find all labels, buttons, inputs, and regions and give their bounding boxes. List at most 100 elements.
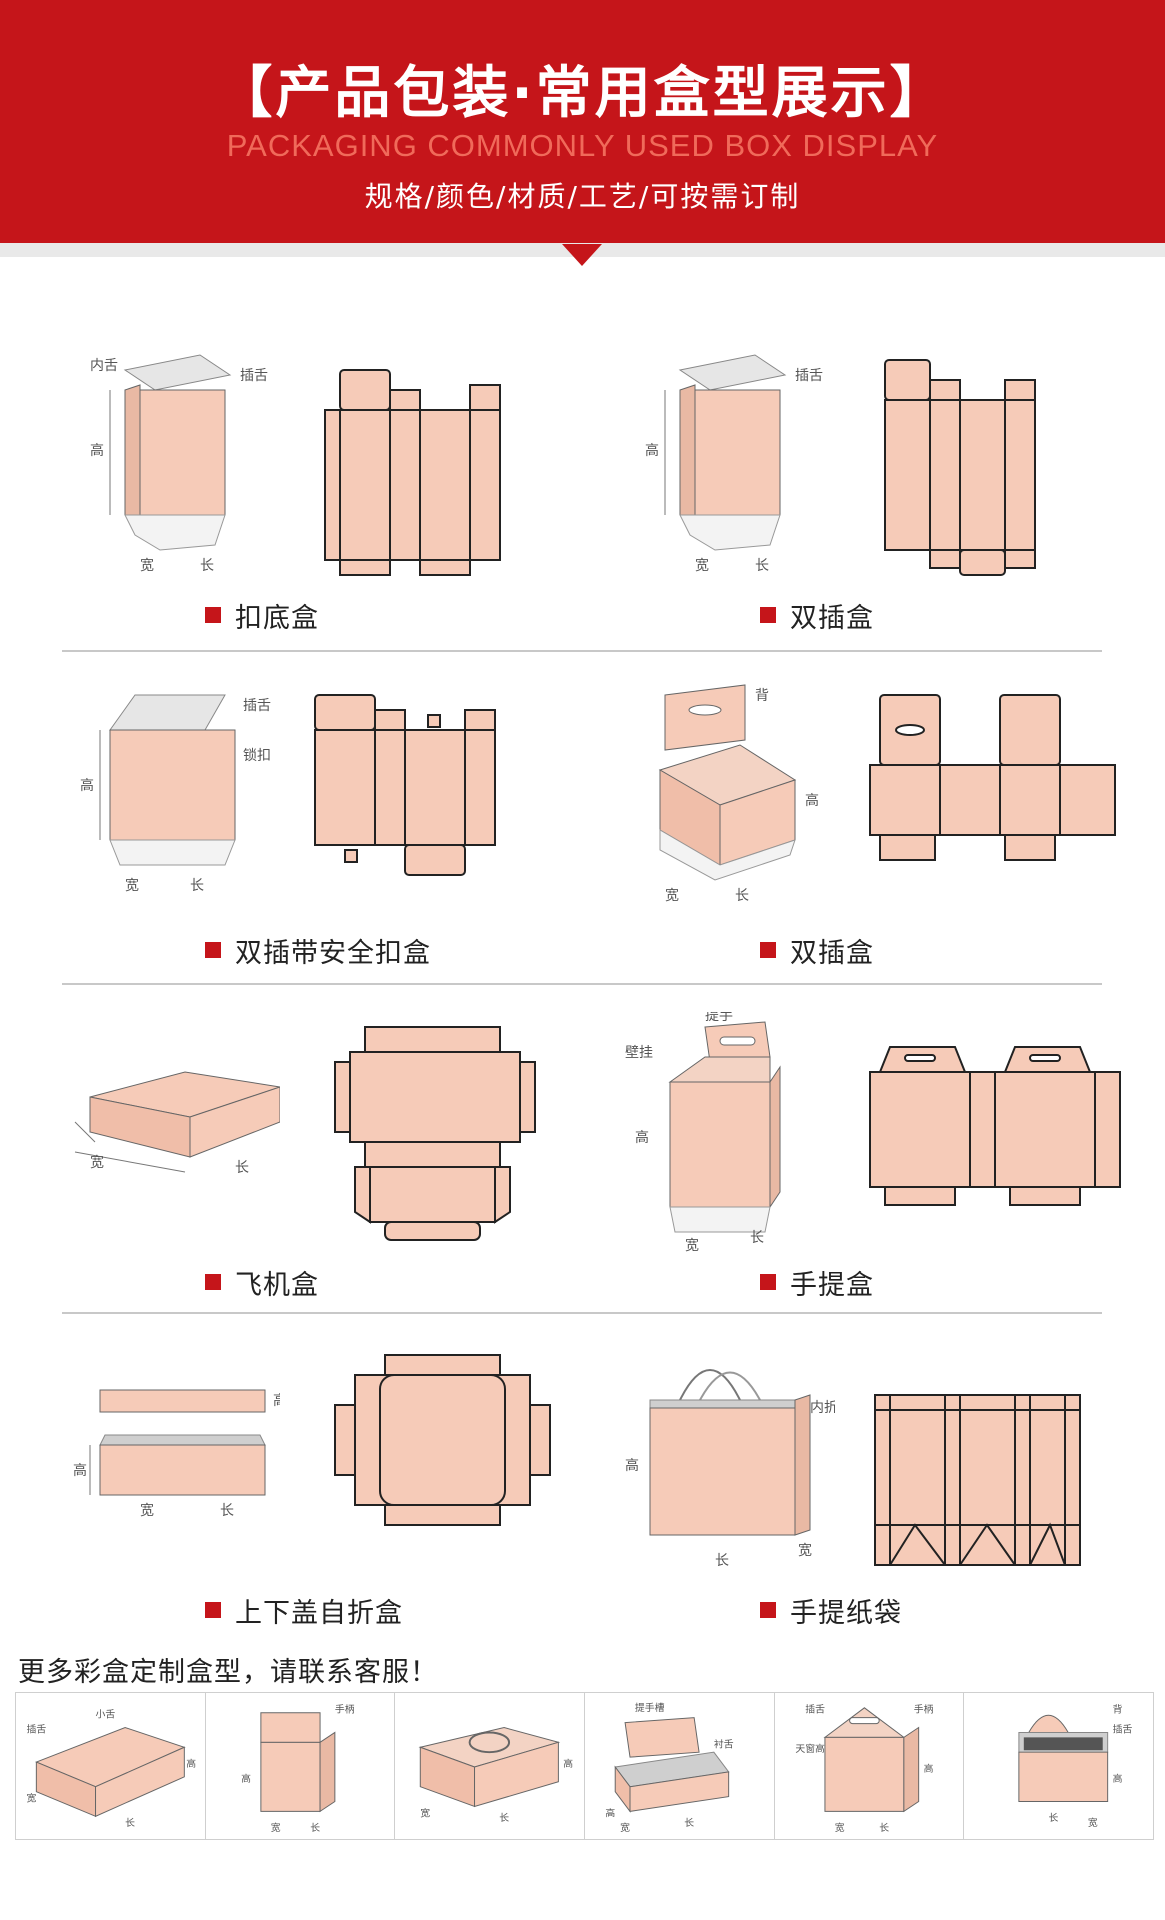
svg-text:高: 高 <box>564 1757 574 1770</box>
label-width: 宽 <box>798 1542 812 1559</box>
thumbnail-cake-box-figure: 宽 长 高 <box>418 1727 574 1824</box>
caption-handle-box: 手提盒 <box>760 1262 874 1302</box>
label-width: 宽 <box>685 1237 699 1252</box>
label-lock: 锁扣 <box>243 748 271 764</box>
svg-text:长: 长 <box>684 1817 694 1829</box>
caption-text: 双插带安全扣盒 <box>235 937 431 969</box>
caption-text: 飞机盒 <box>235 1269 319 1301</box>
lid-base-dieline <box>334 1354 551 1526</box>
page-tagline: 规格/颜色/材质/工艺/可按需订制 <box>364 180 801 213</box>
safety-lock-box-3d: 插舌 锁扣 高 宽 长 <box>80 694 271 894</box>
caption-text: 双插盒 <box>790 937 874 969</box>
svg-text:插舌: 插舌 <box>26 1722 46 1735</box>
thumbnail-display-box-figure: 背 插舌 高 长 宽 <box>1018 1703 1133 1829</box>
caption-text: 双插盒 <box>790 602 874 634</box>
svg-text:高: 高 <box>1113 1772 1123 1785</box>
label-width: 宽 <box>140 1502 154 1519</box>
box-cell-hanger-tuck: 背 高 宽 长 双插盒 <box>610 680 1130 980</box>
thumbnail-display-box: 背 插舌 高 长 宽 <box>963 1692 1155 1840</box>
caption-double-tuck-safety: 双插带安全扣盒 <box>205 930 431 970</box>
caption-mailer: 飞机盒 <box>205 1262 319 1302</box>
tuck-bottom-dieline <box>324 369 501 576</box>
svg-text:提手槽: 提手槽 <box>635 1701 665 1714</box>
page-subtitle-en: PACKAGING COMMONLY USED BOX DISPLAY <box>226 128 939 163</box>
paper-bag-3d: 内折 高 长 宽 <box>625 1369 835 1569</box>
svg-text:长: 长 <box>1049 1812 1059 1824</box>
thumbnail-hanger-box: 手柄 高 宽 长 <box>204 1692 396 1840</box>
header-notch <box>562 244 602 266</box>
label-height: 高 <box>805 792 819 809</box>
svg-text:高: 高 <box>186 1757 196 1770</box>
caption-marker <box>760 1274 776 1290</box>
svg-text:宽: 宽 <box>421 1806 431 1819</box>
lid-base-box-3d: 高 高 宽 长 <box>73 1389 280 1519</box>
page-title: 【产品包装·常用盒型展示】 <box>216 61 949 126</box>
hanger-box-dieline <box>869 694 1116 861</box>
thumbnail-house-box-figure: 插舌 手柄 天窗高 高 宽 长 <box>795 1703 933 1834</box>
box-cell-handle-box: 提手 壁挂 高 宽 长 手提盒 <box>610 1012 1130 1312</box>
tuck-bottom-box-3d: 内舌 插舌 高 宽 长 <box>90 354 268 574</box>
mailer-dieline <box>334 1026 536 1241</box>
svg-text:手柄: 手柄 <box>335 1703 355 1716</box>
svg-text:长: 长 <box>879 1822 889 1834</box>
label-length: 长 <box>755 558 769 574</box>
thumbnail-house-box: 插舌 手柄 天窗高 高 宽 长 <box>773 1692 965 1840</box>
row-divider <box>62 983 1102 985</box>
svg-text:高: 高 <box>923 1762 933 1775</box>
caption-text: 上下盖自折盒 <box>235 1597 403 1629</box>
caption-text: 手提盒 <box>790 1269 874 1301</box>
label-width: 宽 <box>695 557 709 574</box>
header-banner <box>0 0 1165 250</box>
thumbnail-open-handle-box: 提手槽 衬舌 高 宽 长 <box>584 1692 775 1840</box>
label-length: 长 <box>220 1503 234 1519</box>
row-divider <box>62 1312 1102 1314</box>
label-length: 长 <box>715 1553 729 1569</box>
svg-text:宽: 宽 <box>834 1821 844 1834</box>
svg-text:宽: 宽 <box>620 1821 630 1834</box>
mailer-box-3d: 高 宽 长 <box>74 1071 280 1176</box>
caption-marker <box>760 1602 776 1618</box>
svg-text:宽: 宽 <box>1088 1816 1098 1829</box>
label-width: 宽 <box>665 887 679 904</box>
caption-marker <box>205 942 221 958</box>
box-cell-paper-bag: 内折 高 长 宽 手提纸袋 <box>610 1340 1130 1640</box>
label-width: 宽 <box>125 877 139 894</box>
caption-marker <box>760 607 776 623</box>
svg-text:长: 长 <box>310 1822 320 1834</box>
box-cell-double-tuck: 插舌 高 宽 长 双插盒 <box>610 345 1130 645</box>
label-height: 高 <box>80 777 94 794</box>
caption-text: 手提纸袋 <box>790 1597 902 1629</box>
thumbnail-cake-box: 宽 长 高 <box>394 1692 586 1840</box>
label-length: 长 <box>750 1230 764 1246</box>
svg-text:插舌: 插舌 <box>1113 1722 1133 1735</box>
caption-marker <box>205 1274 221 1290</box>
label-tuck-tongue: 插舌 <box>240 368 268 384</box>
caption-paper-bag: 手提纸袋 <box>760 1590 902 1630</box>
label-length: 长 <box>235 1160 249 1176</box>
svg-text:小舌: 小舌 <box>96 1709 116 1721</box>
thumbnail-fold-box: 插舌 小舌 宽 长 高 <box>15 1692 206 1840</box>
box-cell-double-tuck-safety: 插舌 锁扣 高 宽 长 双插带安全扣盒 <box>55 680 575 980</box>
caption-double-tuck: 双插盒 <box>760 595 874 635</box>
double-tuck-dieline <box>884 359 1036 576</box>
label-length: 长 <box>200 558 214 574</box>
handle-box-3d: 提手 壁挂 高 宽 长 <box>625 1012 781 1252</box>
thumbnail-strip: 插舌 小舌 宽 长 高 手柄 高 宽 长 宽 长 高 <box>15 1692 1155 1840</box>
svg-text:长: 长 <box>500 1812 510 1824</box>
thumbnail-open-handle-box-figure: 提手槽 衬舌 高 宽 长 <box>605 1701 733 1834</box>
caption-marker <box>205 1602 221 1618</box>
label-height: 高 <box>645 442 659 459</box>
caption-marker <box>205 607 221 623</box>
svg-text:天窗高: 天窗高 <box>795 1742 825 1755</box>
svg-text:手柄: 手柄 <box>913 1703 933 1716</box>
label-height: 高 <box>73 1462 87 1479</box>
contact-cta-text: 更多彩盒定制盒型，请联系客服！ <box>18 1657 438 1688</box>
paper-bag-dieline <box>874 1394 1081 1566</box>
label-lid-height: 高 <box>273 1392 280 1409</box>
label-width: 宽 <box>90 1154 104 1171</box>
svg-text:长: 长 <box>125 1817 135 1829</box>
handle-box-dieline <box>869 1046 1121 1206</box>
thumbnail-fold-box-figure: 插舌 小舌 宽 长 高 <box>26 1709 196 1830</box>
hanger-box-3d: 背 高 宽 长 <box>658 684 819 904</box>
label-length: 长 <box>190 878 204 894</box>
